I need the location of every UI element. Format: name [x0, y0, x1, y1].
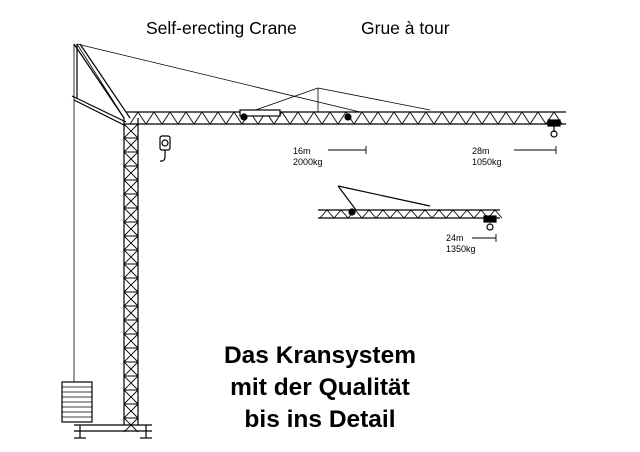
spec-main-far-radius: 28m	[472, 146, 490, 156]
spec-main-near-radius: 16m	[293, 146, 311, 156]
slogan: Das Kransystem mit der Qualität bis ins …	[175, 340, 465, 436]
spec-short-jib: 24m 1350kg	[446, 233, 476, 255]
spec-main-near: 16m 2000kg	[293, 146, 323, 168]
counterweight	[61, 381, 93, 423]
slogan-line-2: mit der Qualität	[230, 374, 410, 401]
slogan-line-3: bis ins Detail	[244, 406, 396, 433]
crane-base	[74, 424, 152, 439]
title-english: Self-erecting Crane	[146, 18, 297, 38]
jib-tip-hook	[547, 119, 561, 138]
spec-short-jib-load: 1350kg	[446, 244, 476, 254]
title-french: Grue à tour	[361, 18, 450, 38]
spec-main-near-load: 2000kg	[293, 157, 323, 167]
hook-icon	[159, 135, 171, 162]
main-jib	[126, 109, 566, 125]
pendant-ties	[73, 43, 431, 415]
radius-markers	[328, 146, 557, 242]
spec-short-jib-radius: 24m	[446, 233, 464, 243]
spec-main-far-load: 1050kg	[472, 157, 502, 167]
spec-main-far: 28m 1050kg	[472, 146, 502, 168]
tower-mast	[123, 118, 139, 433]
counter-jib	[71, 43, 131, 127]
header: Self-erecting Crane Grue à tour	[0, 18, 640, 42]
slogan-line-1: Das Kransystem	[223, 342, 417, 369]
short-jib-variant	[318, 185, 503, 231]
